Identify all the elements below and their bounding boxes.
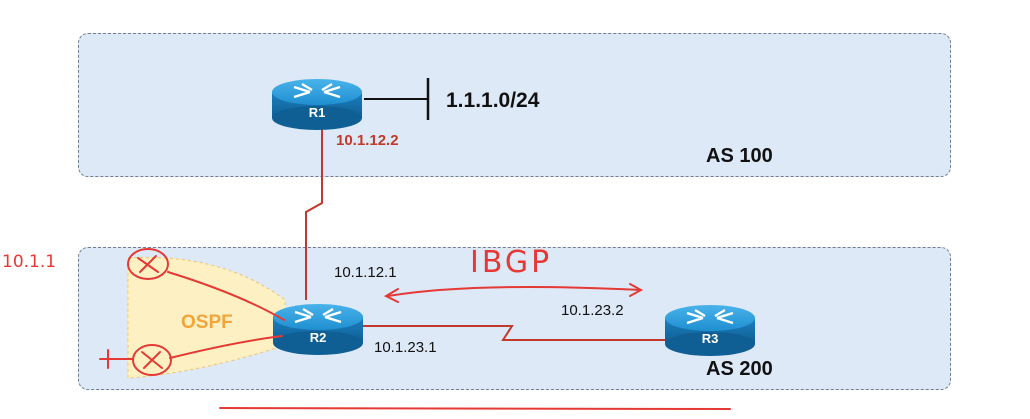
router-r3-icon[interactable] xyxy=(665,305,755,356)
circled-interface-top xyxy=(127,248,169,280)
router-r1-label: R1 xyxy=(308,105,326,120)
ospf-label: OSPF xyxy=(181,312,233,333)
r2-interface-ip-to-r3: 10.1.23.1 xyxy=(374,339,437,356)
router-r3-label: R3 xyxy=(701,331,719,346)
router-r2-label: R2 xyxy=(309,330,327,345)
r2-interface-ip-to-r1: 10.1.12.1 xyxy=(334,264,397,281)
ibgp-arrowhead-left xyxy=(383,288,399,303)
handwritten-annotations xyxy=(99,248,731,410)
network-label: 1.1.1.0/24 xyxy=(446,89,540,112)
as100-label: AS 100 xyxy=(706,145,773,167)
ibgp-arrow xyxy=(387,285,641,297)
as200-label: AS 200 xyxy=(706,358,773,380)
link-r1-r2 xyxy=(305,122,323,300)
r1-interface-ip: 10.1.12.2 xyxy=(336,132,399,149)
ibgp-annotation: IBGP xyxy=(470,245,553,280)
router-r2-icon[interactable] xyxy=(273,304,363,355)
router-r1-icon[interactable] xyxy=(272,79,362,130)
left-ip-annotation: 10.1.1 xyxy=(2,252,57,272)
circled-interface-bottom xyxy=(132,344,172,376)
as100-area xyxy=(78,33,951,177)
ibgp-arrowhead-right xyxy=(629,283,644,297)
r3-interface-ip: 10.1.23.2 xyxy=(561,302,624,319)
links xyxy=(305,78,668,341)
link-r2-r3 xyxy=(362,325,668,341)
